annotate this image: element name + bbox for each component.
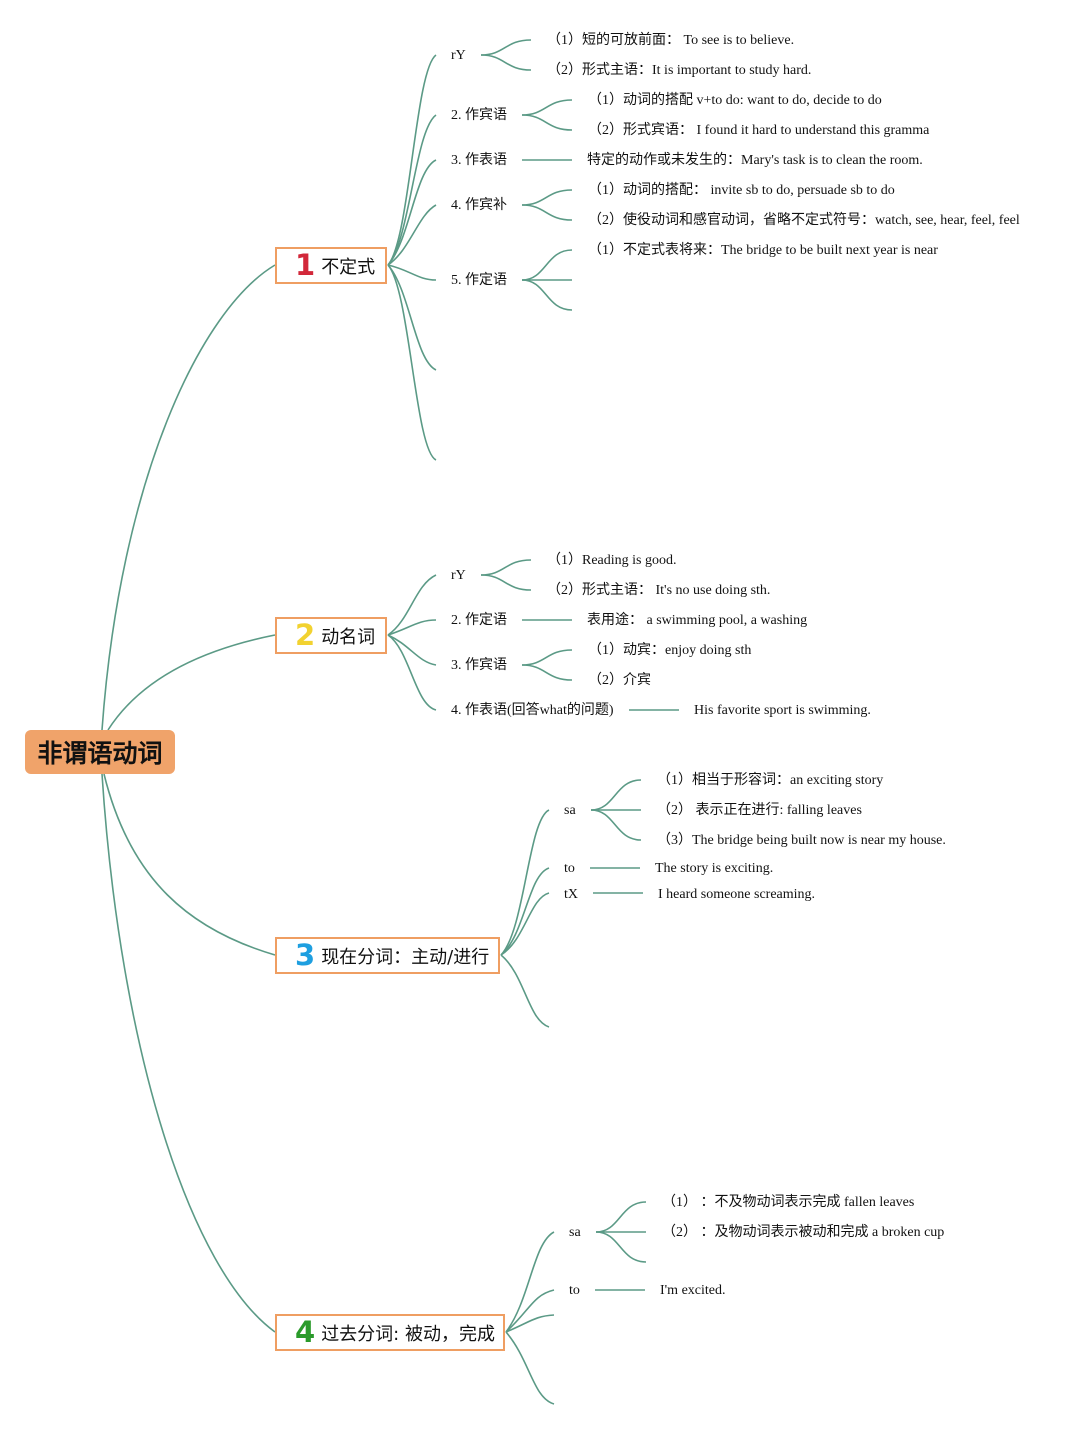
b1-item-5[interactable]: 5. 作定语 xyxy=(451,273,507,288)
b1-item-5-child-1[interactable]: （1）不定式表将来：The bridge to be built next ye… xyxy=(588,243,938,258)
link-b1-i2 xyxy=(387,114,437,266)
link-b4-i2 xyxy=(505,1289,555,1333)
link-b3-i2 xyxy=(500,867,550,956)
link-b2-i4 xyxy=(387,634,437,711)
b3-item-1-child-3[interactable]: （3）The bridge being built now is near my… xyxy=(657,833,946,848)
link-b1-i3 xyxy=(387,159,437,266)
b3-item-2[interactable]: to xyxy=(564,861,575,876)
b1-item-1-child-1[interactable]: （1）短的可放前面： To see is to believe. xyxy=(547,33,795,48)
b1-item-1-child-2[interactable]: （2）形式主语：It is important to study hard. xyxy=(547,63,812,78)
b4-item-1-child-1[interactable]: （1） ：不及物动词表示完成 fallen leaves xyxy=(662,1195,915,1210)
link-root-b3 xyxy=(103,773,276,956)
branch-4-label: 过去分词: 被动，完成 xyxy=(321,1323,495,1345)
b1-item-2[interactable]: 2. 作宾语 xyxy=(451,108,507,123)
link-b2-i2 xyxy=(387,619,437,636)
b1-item-3-child-1[interactable]: 特定的动作或未发生的：Mary's task is to clean the r… xyxy=(587,153,923,168)
link-b1-i4 xyxy=(387,204,437,266)
link-root-b2 xyxy=(107,634,276,731)
b4-item-2[interactable]: to xyxy=(569,1283,580,1298)
branch-3-number: 3 xyxy=(295,938,316,972)
branch-3[interactable]: 3 现在分词：主动/进行 xyxy=(275,937,500,974)
link-b4-e1 xyxy=(505,1314,555,1333)
root-node[interactable]: 非谓语动词 xyxy=(25,730,175,774)
link-b1-e1 xyxy=(387,264,437,371)
b3-item-2-child-1[interactable]: The story is exciting. xyxy=(655,861,774,876)
branch-1-label: 不定式 xyxy=(321,256,376,278)
b3-item-1[interactable]: sa xyxy=(564,803,576,818)
b1-item-2-child-1[interactable]: （1）动词的搭配 v+to do: want to do, decide to … xyxy=(588,93,882,108)
b2-item-3-child-2[interactable]: （2）介宾 xyxy=(588,673,651,688)
link-b3-e1 xyxy=(500,954,550,1028)
link-b2-i1 xyxy=(387,574,437,636)
b4-item-1[interactable]: sa xyxy=(569,1225,581,1240)
b2-item-1-child-1[interactable]: （1）Reading is good. xyxy=(547,553,677,568)
branch-4[interactable]: 4 过去分词: 被动，完成 xyxy=(275,1314,505,1351)
b2-item-2-child-1[interactable]: 表用途： a swimming pool, a washing xyxy=(587,613,808,628)
b4-item-1-child-2[interactable]: （2） ：及物动词表示被动和完成 a broken cup xyxy=(662,1225,945,1240)
branch-3-label: 现在分词：主动/进行 xyxy=(321,946,490,968)
b3-item-1-child-2[interactable]: （2） 表示正在进行: falling leaves xyxy=(657,803,862,818)
branch-4-number: 4 xyxy=(295,1315,316,1349)
link-b2-i3 xyxy=(387,634,437,666)
b1-item-1[interactable]: rY xyxy=(451,48,466,63)
link-b1-i1 xyxy=(387,54,437,266)
branch-1[interactable]: 1 不定式 xyxy=(275,247,387,284)
b1-item-4[interactable]: 4. 作宾补 xyxy=(451,198,507,213)
branch-1-number: 1 xyxy=(295,248,316,282)
link-b3-i1 xyxy=(500,809,550,956)
b3-item-1-child-1[interactable]: （1）相当于形容词：an exciting story xyxy=(657,773,884,788)
link-b4-i1 xyxy=(505,1231,555,1333)
link-b1-e2 xyxy=(387,264,437,461)
branch-2-label: 动名词 xyxy=(321,626,376,648)
b1-item-4-child-1[interactable]: （1）动词的搭配： invite sb to do, persuade sb t… xyxy=(588,183,895,198)
branch-2[interactable]: 2 动名词 xyxy=(275,617,387,654)
b3-item-3[interactable]: tX xyxy=(564,887,578,902)
link-b1-i5 xyxy=(387,264,437,281)
root-label: 非谓语动词 xyxy=(37,739,163,768)
branch-2-number: 2 xyxy=(295,618,316,652)
b2-item-1-child-2[interactable]: （2）形式主语： It's no use doing sth. xyxy=(547,583,771,598)
b3-item-3-child-1[interactable]: I heard someone screaming. xyxy=(658,887,816,902)
b2-item-3-child-1[interactable]: （1）动宾：enjoy doing sth xyxy=(588,643,752,658)
link-root-b4 xyxy=(101,773,276,1333)
b1-item-4-child-2[interactable]: （2）使役动词和感官动词，省略不定式符号：watch, see, hear, f… xyxy=(588,213,1020,228)
link-root-b1 xyxy=(101,264,276,731)
b2-item-3[interactable]: 3. 作宾语 xyxy=(451,658,507,673)
b1-item-3[interactable]: 3. 作表语 xyxy=(451,153,507,168)
b2-item-1[interactable]: rY xyxy=(451,568,466,583)
link-b3-i3 xyxy=(500,892,550,956)
b4-item-2-child-1[interactable]: I'm excited. xyxy=(660,1283,726,1298)
b2-item-2[interactable]: 2. 作定语 xyxy=(451,613,507,628)
link-b4-e2 xyxy=(505,1331,555,1405)
b2-item-4-child-1[interactable]: His favorite sport is swimming. xyxy=(694,703,871,718)
b1-item-2-child-2[interactable]: （2）形式宾语： I found it hard to understand t… xyxy=(588,123,930,138)
b2-item-4[interactable]: 4. 作表语(回答what的问题) xyxy=(451,703,614,718)
